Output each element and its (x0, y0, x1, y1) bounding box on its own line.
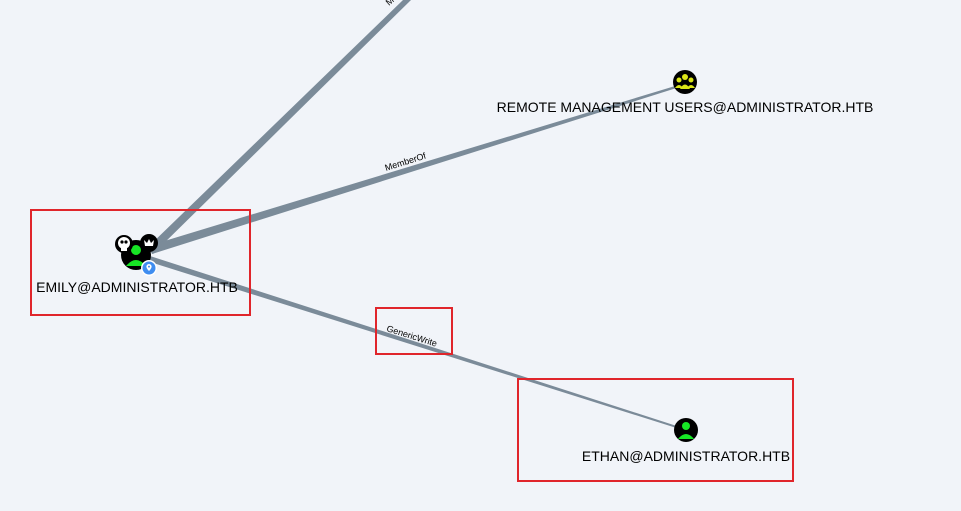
highlight-annotations (30, 209, 794, 482)
highlight-box-ethan (517, 378, 794, 482)
edge-memberof-offscreen[interactable] (147, 0, 411, 254)
node-label-ethan: ETHAN@ADMINISTRATOR.HTB (582, 448, 790, 464)
user-icon (674, 418, 698, 442)
node-label-remote-management-users: REMOTE MANAGEMENT USERS@ADMINISTRATOR.HT… (497, 99, 874, 115)
crown-icon (140, 234, 158, 252)
node-ethan[interactable]: ETHAN@ADMINISTRATOR.HTB (582, 418, 790, 464)
node-remote-management-users[interactable]: REMOTE MANAGEMENT USERS@ADMINISTRATOR.HT… (497, 70, 874, 115)
edge-genericwrite-ethan[interactable] (150, 256, 686, 431)
skull-icon (115, 235, 133, 253)
pin-icon (141, 260, 157, 276)
group-icon (673, 70, 697, 94)
edges: M MemberOf GenericWrite (147, 0, 686, 431)
edge-memberof-remote-management[interactable] (148, 83, 686, 254)
highlight-box-emily (30, 209, 251, 316)
node-emily[interactable]: EMILY@ADMINISTRATOR.HTB (36, 234, 238, 295)
highlight-box-genericwrite (375, 307, 453, 355)
edge-label-offscreen: M (384, 0, 396, 7)
node-label-emily: EMILY@ADMINISTRATOR.HTB (36, 279, 238, 295)
